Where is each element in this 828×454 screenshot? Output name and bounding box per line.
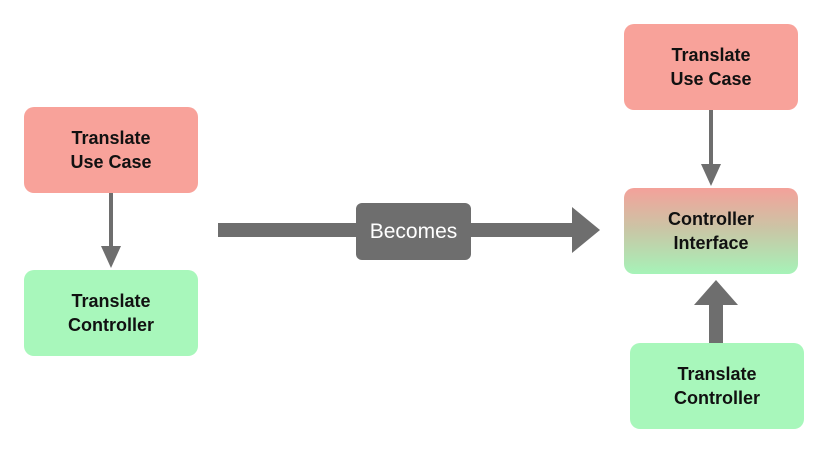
box-label-line1: Controller [667,209,754,229]
box-label-line2: Use Case [670,69,752,89]
box-label-line2: Controller [673,388,760,408]
box-label-line1: Translate [71,128,151,148]
box-label-line1: Translate [671,45,751,65]
arrow-right-usecase-to-interface [701,110,721,186]
right-controller-interface-box: Controller Interface [624,188,798,274]
arrow-left-usecase-to-controller [101,193,121,268]
box-label-line1: Translate [71,291,151,311]
left-translate-use-case-box: Translate Use Case [24,107,198,193]
box-label-line1: Translate [677,364,757,384]
right-translate-controller-box: Translate Controller [630,343,804,429]
left-translate-controller-box: Translate Controller [24,270,198,356]
box-label-line2: Controller [67,315,154,335]
box-label-line2: Interface [673,233,749,253]
box-label-line2: Use Case [70,152,152,172]
becomes-label: Becomes [356,203,471,260]
arrow-right-controller-to-interface [694,280,738,343]
right-translate-use-case-box: Translate Use Case [624,24,798,110]
